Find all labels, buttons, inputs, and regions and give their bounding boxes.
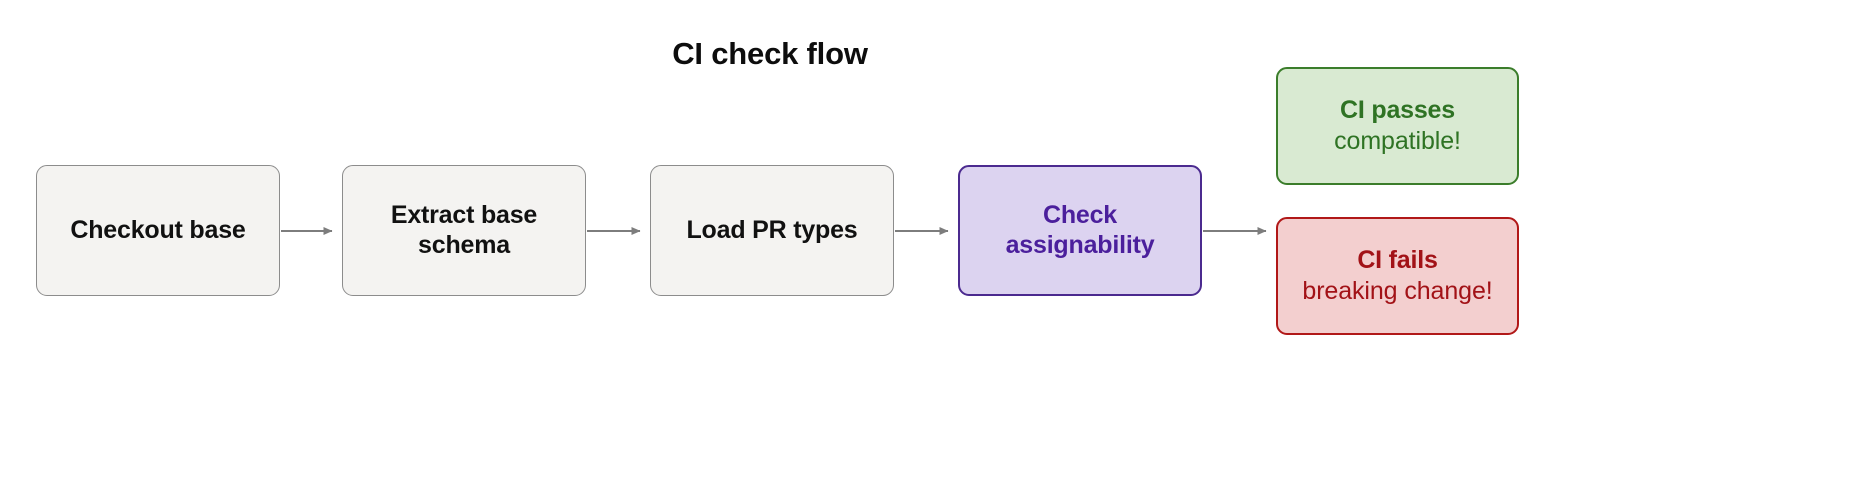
node-ci-passes-detail: compatible!	[1334, 127, 1461, 155]
node-check-assignability-label-line1: Check	[1042, 201, 1118, 229]
node-ci-fails-title: CI fails	[1357, 245, 1438, 274]
node-load-pr-types[interactable]: Load PR types	[650, 165, 894, 296]
node-checkout-base[interactable]: Checkout base	[36, 165, 280, 296]
page-title: CI check flow	[672, 36, 868, 71]
node-check-assignability[interactable]: Check assignability	[958, 165, 1202, 296]
node-extract-base-schema[interactable]: Extract base schema	[342, 165, 586, 296]
node-extract-base-schema-label-line1: Extract base	[390, 201, 538, 229]
node-checkout-base-label: Checkout base	[70, 215, 246, 244]
node-ci-passes[interactable]: CI passes compatible!	[1276, 67, 1519, 185]
node-extract-base-schema-label-line2: schema	[418, 230, 510, 259]
node-ci-fails-detail: breaking change!	[1302, 277, 1493, 305]
node-load-pr-types-label: Load PR types	[686, 215, 858, 244]
node-ci-fails[interactable]: CI fails breaking change!	[1276, 217, 1519, 335]
node-check-assignability-label-line2: assignability	[1005, 230, 1155, 259]
node-ci-passes-title: CI passes	[1340, 95, 1455, 124]
